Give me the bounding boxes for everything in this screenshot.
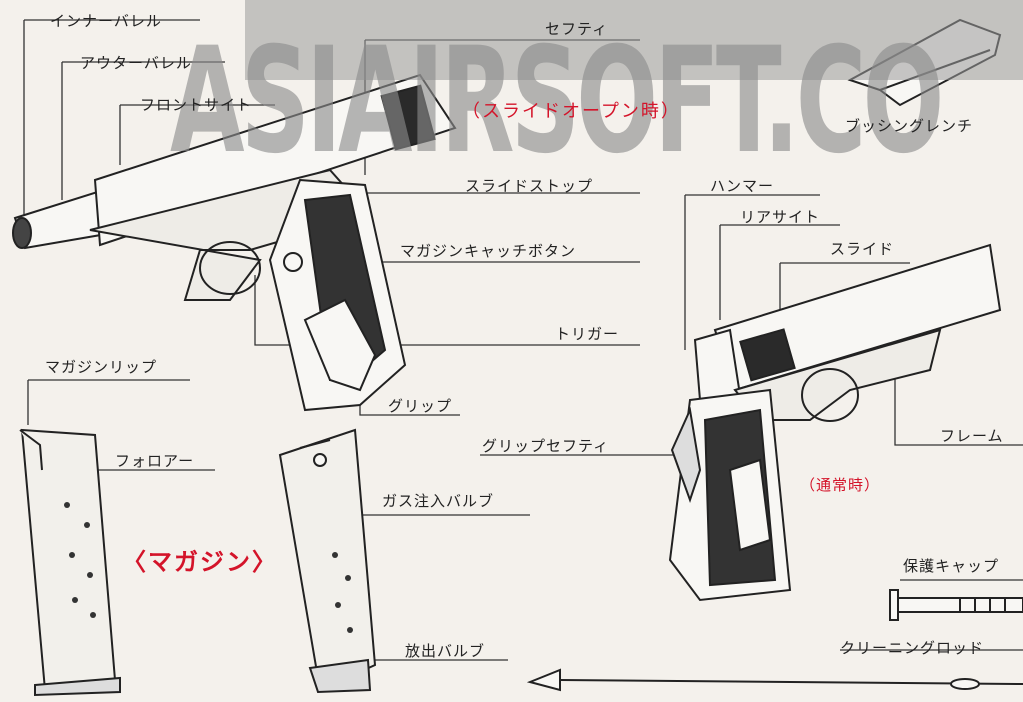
label-grip-safety: グリップセフティ — [482, 437, 610, 455]
pistol-slide-open — [12, 73, 457, 412]
caption-magazine: 〈マガジン〉 — [122, 548, 278, 576]
label-rear-sight: リアサイト — [740, 208, 821, 226]
label-outer-barrel: アウターバレル — [80, 54, 192, 72]
magazine-left — [19, 428, 121, 697]
label-magazine-catch: マガジンキャッチボタン — [400, 242, 577, 260]
label-follower: フォロアー — [115, 452, 195, 470]
label-frame: フレーム — [940, 427, 1004, 445]
label-protect-cap: 保護キャップ — [903, 557, 1000, 575]
watermark-text: ASIAIRSOFT.CO — [170, 16, 944, 186]
label-slide-stop: スライドストップ — [465, 177, 594, 195]
label-cleaning-rod: クリーニングロッド — [840, 639, 985, 657]
label-hammer: ハンマー — [710, 177, 775, 195]
label-grip: グリップ — [388, 397, 453, 415]
label-release-valve: 放出バルブ — [405, 642, 486, 660]
label-trigger: トリガー — [555, 325, 620, 343]
label-slide: スライド — [830, 240, 895, 258]
pistol-normal — [668, 243, 1002, 602]
label-bushing-wrench: ブッシングレンチ — [845, 117, 974, 135]
label-inner-barrel: インナーバレル — [50, 12, 162, 30]
caption-slide-open: （スライドオープン時） — [462, 101, 681, 122]
cleaning-rod — [526, 668, 1023, 692]
label-gas-inlet-valve: ガス注入バルブ — [382, 492, 495, 510]
label-front-sight: フロントサイト — [140, 96, 253, 114]
label-safety: セフティ — [545, 20, 609, 38]
label-magazine-lip: マガジンリップ — [45, 358, 158, 376]
magazine-center — [278, 428, 377, 694]
caption-normal: （通常時） — [800, 476, 881, 494]
protect-cap — [889, 589, 1023, 621]
watermark-band — [245, 0, 1023, 80]
